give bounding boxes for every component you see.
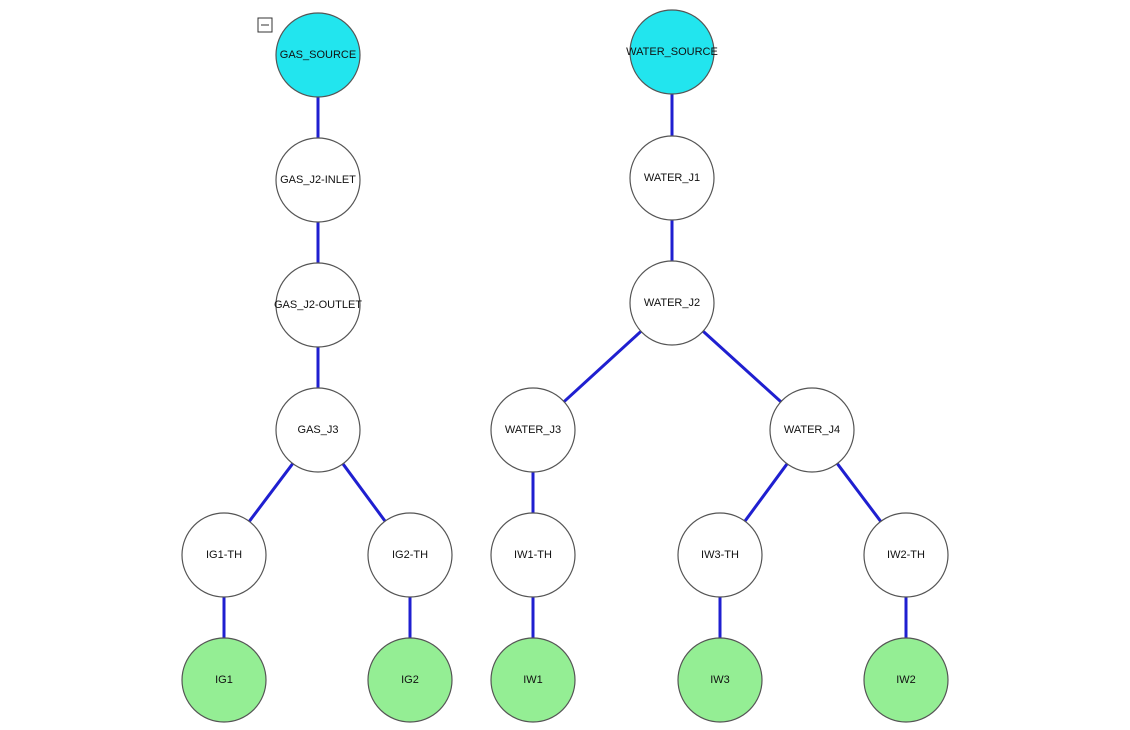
node-label: IG2-TH [392,549,428,561]
node-label: IW1-TH [514,549,552,561]
node-iw3[interactable]: IW3 [677,637,763,723]
node-circle [490,512,576,598]
node-circle [367,512,453,598]
node-label: IW3 [710,674,730,686]
node-circle [275,137,361,223]
edges-layer [222,94,908,638]
node-label: IG1-TH [206,549,242,561]
node-label: WATER_J4 [784,424,840,436]
node-gas-j3[interactable]: GAS_J3 [275,387,361,473]
node-iw1-th[interactable]: IW1-TH [490,512,576,598]
node-ig2[interactable]: IG2 [367,637,453,723]
node-circle [275,262,361,348]
edge-gas_j3-to-ig2_th [341,462,387,523]
node-label: WATER_J1 [644,172,700,184]
node-circle [490,637,576,723]
node-iw2-th[interactable]: IW2-TH [863,512,949,598]
node-water-j1[interactable]: WATER_J1 [629,135,715,221]
node-water-j2[interactable]: WATER_J2 [629,260,715,346]
node-circle [863,512,949,598]
node-gas-j2-inlet[interactable]: GAS_J2-INLET [275,137,361,223]
node-water-j3[interactable]: WATER_J3 [490,387,576,473]
node-label: GAS_J2-INLET [280,174,356,186]
node-water-source[interactable]: WATER_SOURCE [626,9,718,95]
node-label: WATER_J3 [505,424,561,436]
node-circle [275,12,361,98]
node-label: GAS_J3 [298,424,339,436]
node-label: IW3-TH [701,549,739,561]
node-circle [490,387,576,473]
node-iw1[interactable]: IW1 [490,637,576,723]
edge-water_j2-to-water_j4 [702,330,782,403]
node-ig1-th[interactable]: IG1-TH [181,512,267,598]
node-circle [629,135,715,221]
node-label: IW1 [523,674,543,686]
node-circle [769,387,855,473]
edge-gas_j3-to-ig1_th [248,462,294,523]
node-iw3-th[interactable]: IW3-TH [677,512,763,598]
node-gas-j2-outlet[interactable]: GAS_J2-OUTLET [274,262,362,348]
node-label: GAS_SOURCE [280,49,356,61]
node-ig1[interactable]: IG1 [181,637,267,723]
node-circle [677,512,763,598]
node-label: IW2-TH [887,549,925,561]
node-circle [275,387,361,473]
edge-water_j4-to-iw3_th [743,462,789,523]
node-label: IG2 [401,674,419,686]
node-circle [629,9,715,95]
node-label: IW2 [896,674,916,686]
node-ig2-th[interactable]: IG2-TH [367,512,453,598]
node-label: WATER_SOURCE [626,46,718,58]
node-water-j4[interactable]: WATER_J4 [769,387,855,473]
edge-water_j4-to-iw2_th [836,462,882,523]
node-circle [181,512,267,598]
nodes-layer: GAS_SOURCE GAS_J2-INLET GAS_J2-OUTLET GAS_J… [181,9,949,723]
node-circle [629,260,715,346]
node-circle [367,637,453,723]
node-circle [863,637,949,723]
node-gas-source[interactable]: GAS_SOURCE [275,12,361,98]
minus-box-icon[interactable] [257,17,273,33]
node-circle [181,637,267,723]
node-label: GAS_J2-OUTLET [274,299,362,311]
node-label: WATER_J2 [644,297,700,309]
edge-water_j2-to-water_j3 [562,330,643,403]
node-iw2[interactable]: IW2 [863,637,949,723]
node-label: IG1 [215,674,233,686]
node-circle [677,637,763,723]
